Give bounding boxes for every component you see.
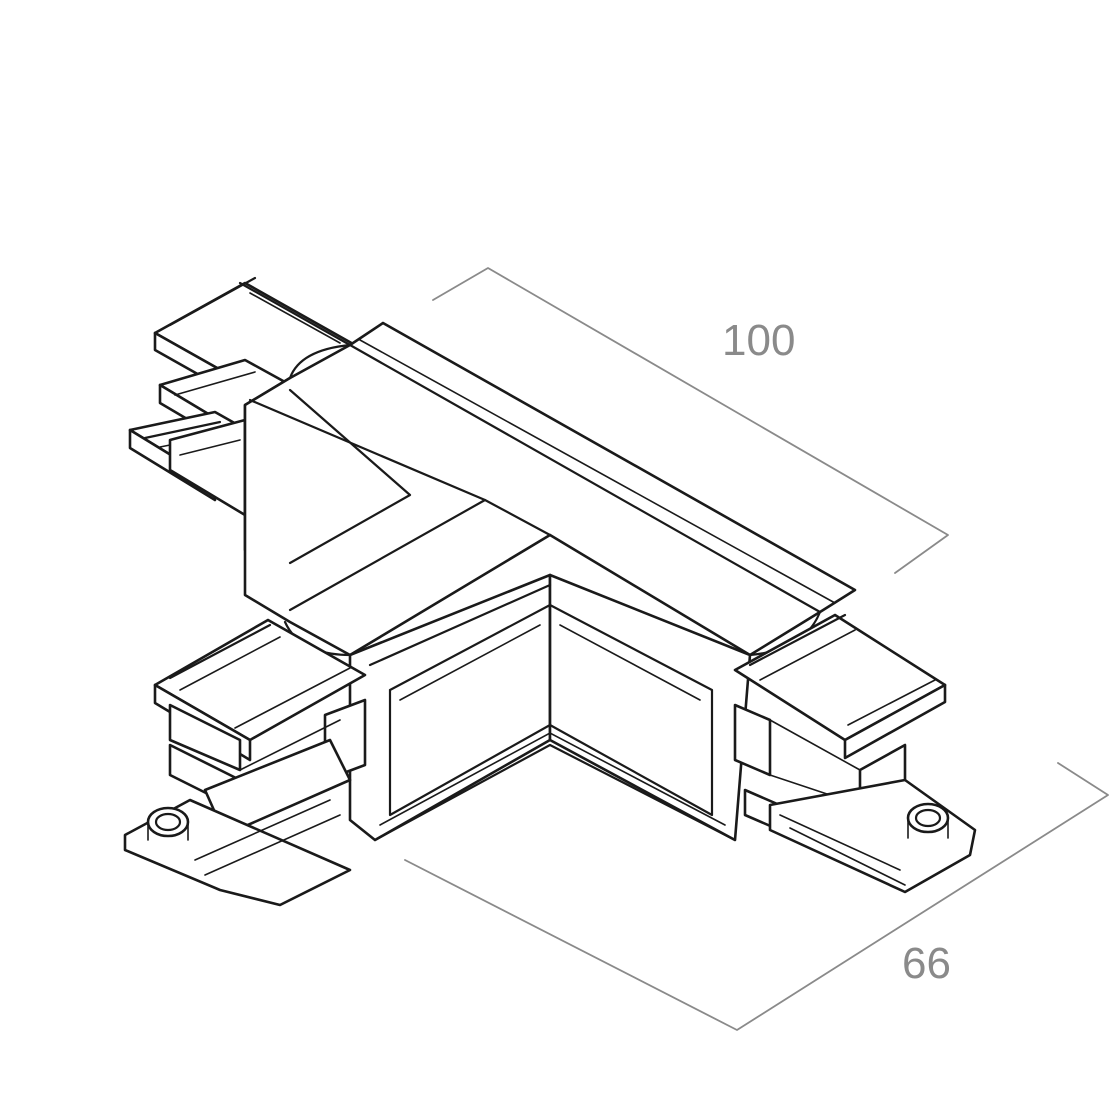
rail-arm-bottom-left (123, 618, 367, 907)
rail-arm-bottom-right (733, 613, 977, 894)
dimension-length-label: 100 (722, 316, 795, 365)
dimension-depth-label: 66 (902, 939, 951, 988)
t-body (243, 321, 857, 842)
dimension-length: 100 (432, 267, 949, 574)
dimension-depth: 66 (404, 762, 1109, 1031)
